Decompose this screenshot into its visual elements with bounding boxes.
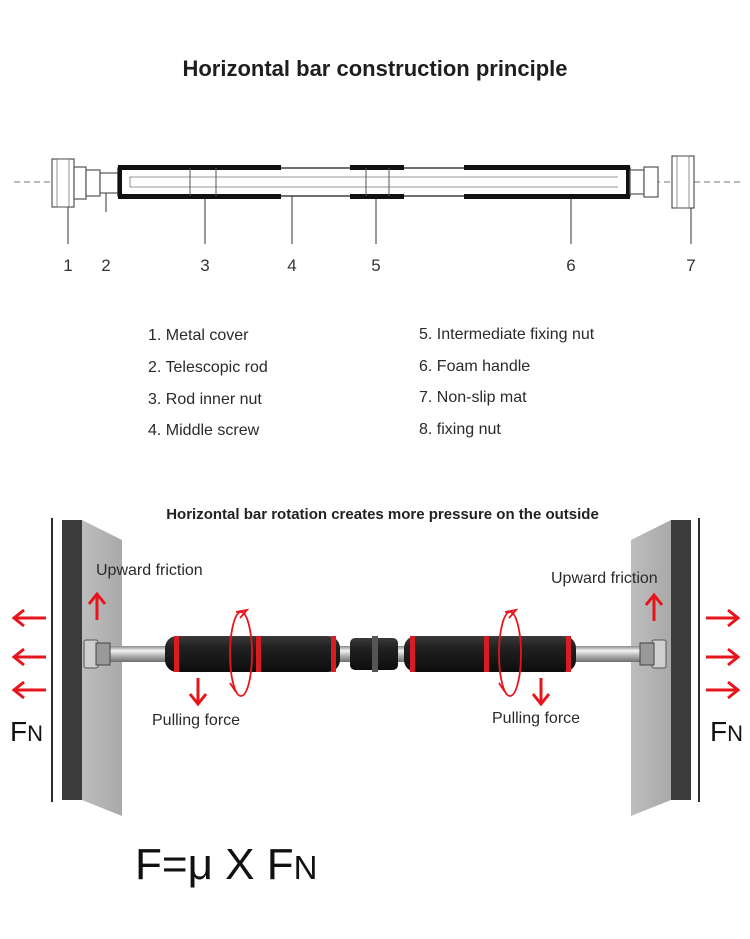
legend-item: 1. Metal cover xyxy=(148,327,249,344)
right-upward-arrow xyxy=(644,592,664,621)
upward-friction-right-label: Upward friction xyxy=(551,570,658,587)
right-foam-grip xyxy=(404,636,576,672)
telescopic-rod xyxy=(99,172,119,194)
part-number-2: 2 xyxy=(101,256,111,275)
left-pulling-arrow xyxy=(188,678,208,707)
right-pulling-arrow xyxy=(531,678,551,707)
part-number-5: 5 xyxy=(371,256,381,275)
legend-item: 2. Telescopic rod xyxy=(148,359,268,376)
part-number-7: 7 xyxy=(686,256,696,275)
left-upward-arrow xyxy=(87,591,107,620)
rotation-title: Horizontal bar rotation creates more pre… xyxy=(166,506,599,523)
left-pressure-arrows xyxy=(11,608,46,700)
construction-drawing xyxy=(14,155,740,244)
legend-item: 8. fixing nut xyxy=(419,421,501,438)
legend-item: 6. Foam handle xyxy=(419,358,531,375)
pulling-force-right-label: Pulling force xyxy=(492,710,581,727)
pulling-force-left-label: Pulling force xyxy=(152,712,241,729)
left-wall-edge xyxy=(62,520,82,800)
right-wall xyxy=(631,520,671,816)
legend-item: 4. Middle screw xyxy=(148,422,260,439)
part-number-3: 3 xyxy=(200,256,210,275)
legend-item: 3. Rod inner nut xyxy=(148,391,262,408)
foam-handle-right-top xyxy=(464,165,630,170)
left-metal-cover xyxy=(51,158,75,208)
normal-force-right: FN xyxy=(710,716,743,747)
upward-friction-left-label: Upward friction xyxy=(96,562,203,579)
foam-handle-left-top xyxy=(118,165,281,170)
diagram-title: Horizontal bar construction principle xyxy=(182,56,568,81)
right-pressure-arrows xyxy=(706,608,741,700)
main-tube xyxy=(117,167,631,197)
intermediate-nut-bottom xyxy=(350,194,404,199)
legend-item: 7. Non-slip mat xyxy=(419,389,527,406)
part-number-4: 4 xyxy=(287,256,297,275)
left-fixing-nut xyxy=(73,166,87,200)
foam-handle-right-bottom xyxy=(464,194,630,199)
foam-handle-left-bottom xyxy=(118,194,281,199)
intermediate-nut-top xyxy=(350,165,404,170)
friction-formula: F=μ X FN xyxy=(135,840,318,889)
right-non-slip-mat xyxy=(671,155,695,209)
left-telescopic-end xyxy=(85,169,101,197)
normal-force-left: FN xyxy=(10,716,43,747)
left-wall xyxy=(82,520,122,816)
part-number-6: 6 xyxy=(566,256,576,275)
pressure-diagram xyxy=(11,518,741,816)
part-number-1: 1 xyxy=(63,256,73,275)
legend-item: 5. Intermediate fixing nut xyxy=(419,326,595,343)
right-wall-edge xyxy=(671,520,691,800)
right-fixing-nut xyxy=(643,166,659,198)
